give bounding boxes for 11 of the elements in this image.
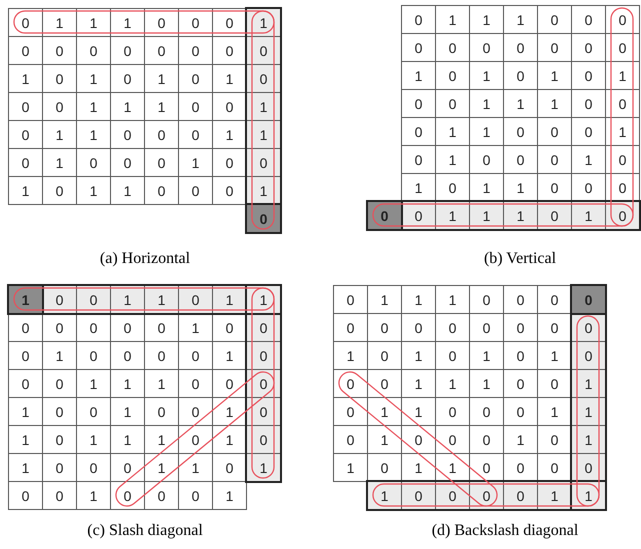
bit-cell: 0	[401, 5, 436, 34]
bit-cell: 0	[333, 285, 368, 314]
panel-caption: (c) Slash diagonal	[87, 522, 203, 540]
bit-cell: 0	[8, 481, 43, 510]
panel-caption: (a) Horizontal	[100, 250, 190, 268]
panel-caption: (b) Vertical	[484, 250, 556, 268]
bit-cell: 1	[333, 453, 368, 482]
bit-cell: 1	[8, 176, 43, 205]
bit-cell: 1	[212, 481, 247, 510]
panel-caption: (d) Backslash diagonal	[432, 522, 578, 540]
bit-cell: 0	[605, 5, 640, 34]
